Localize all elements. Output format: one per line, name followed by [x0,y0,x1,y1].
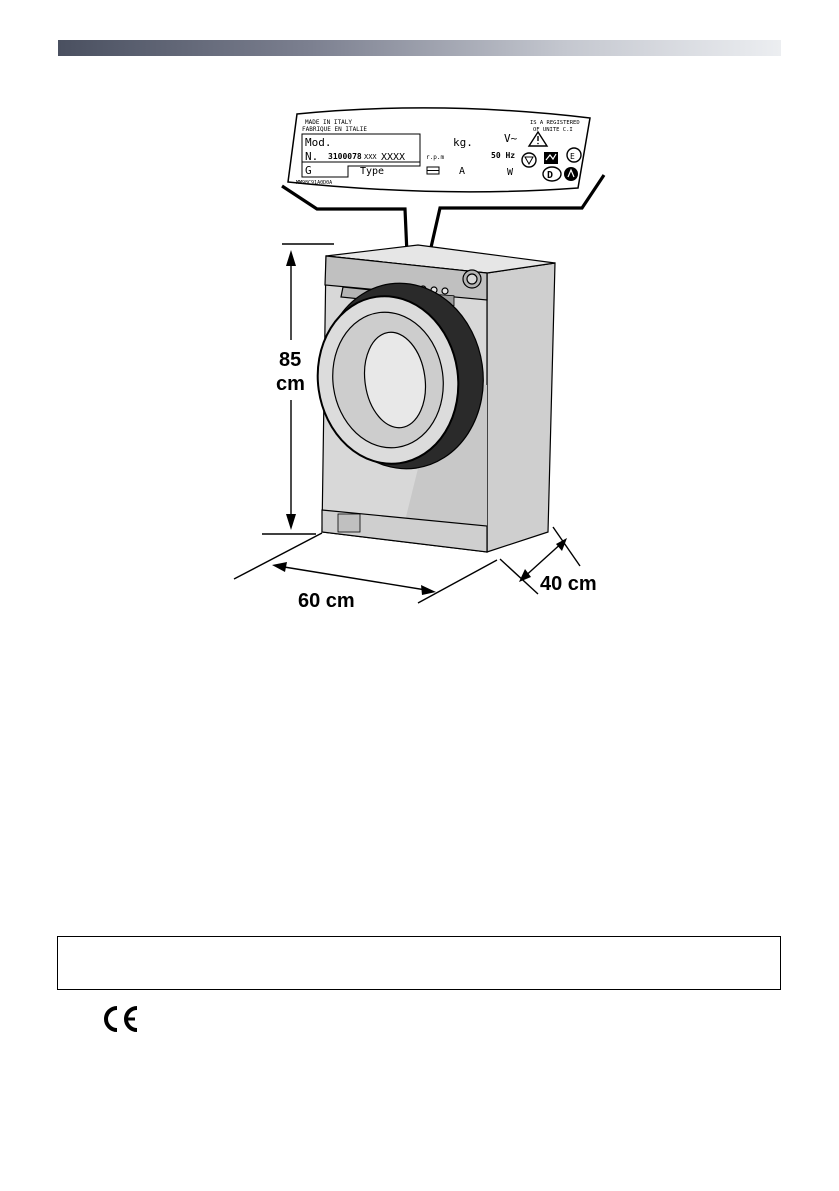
plate-registered-1: IS A REGISTERED [530,120,580,126]
washing-machine [316,244,556,553]
plate-d-label: D [547,170,553,181]
plate-rpm-label: r.p.m [426,154,444,161]
plate-voltage-label: V~ [504,132,518,145]
plate-fuse-icon [426,166,440,175]
ce-mark-icon [104,1006,138,1032]
height-value: 85 [279,349,301,371]
washing-machine-figure: MADE IN ITALY FABRIQUE EN ITALIE IS A RE… [233,107,606,612]
depth-value: 40 cm [540,573,597,595]
plate-hz-label: 50 Hz [491,151,515,160]
plate-type-label: Type [360,166,384,177]
plate-registered-2: OF UNITE C.I [533,127,573,133]
approval-mark-icon [544,152,558,164]
warning-triangle-icon [527,130,549,147]
svg-text:E: E [570,152,575,161]
plate-serial-suffix: XXXX [381,152,405,163]
width-value: 60 cm [298,590,355,612]
plate-serial-xxx: XXX [364,153,377,161]
plate-made-in: MADE IN ITALY [305,119,352,126]
plate-g-label: G [305,164,312,177]
plate-w-label: W [507,167,514,178]
safety-mark-icon [564,167,578,181]
depth-dimension: 40 cm [499,526,597,595]
plate-fabrique: FABRIQUE EN ITALIE [302,126,367,133]
height-dimension: 85 cm [262,243,334,535]
rating-plate: MADE IN ITALY FABRIQUE EN ITALIE IS A RE… [281,107,606,323]
width-dimension: 60 cm [233,532,498,612]
plate-mod-label: Mod. [305,136,332,149]
recycling-symbol-icon [521,152,537,168]
plate-n-label: N. [305,150,318,163]
plate-bottom-code: MM98C91A0D0A [296,180,332,186]
header-bar [58,40,781,56]
plate-serial-prefix: 3100078 [328,152,362,161]
d-mark-icon: D [542,166,562,182]
plate-a-label: A [459,166,465,177]
plate-kg-label: kg. [453,136,473,149]
note-box [57,936,781,990]
height-unit: cm [276,373,305,395]
certification-mark-icon: E [566,147,582,163]
door [316,282,484,470]
